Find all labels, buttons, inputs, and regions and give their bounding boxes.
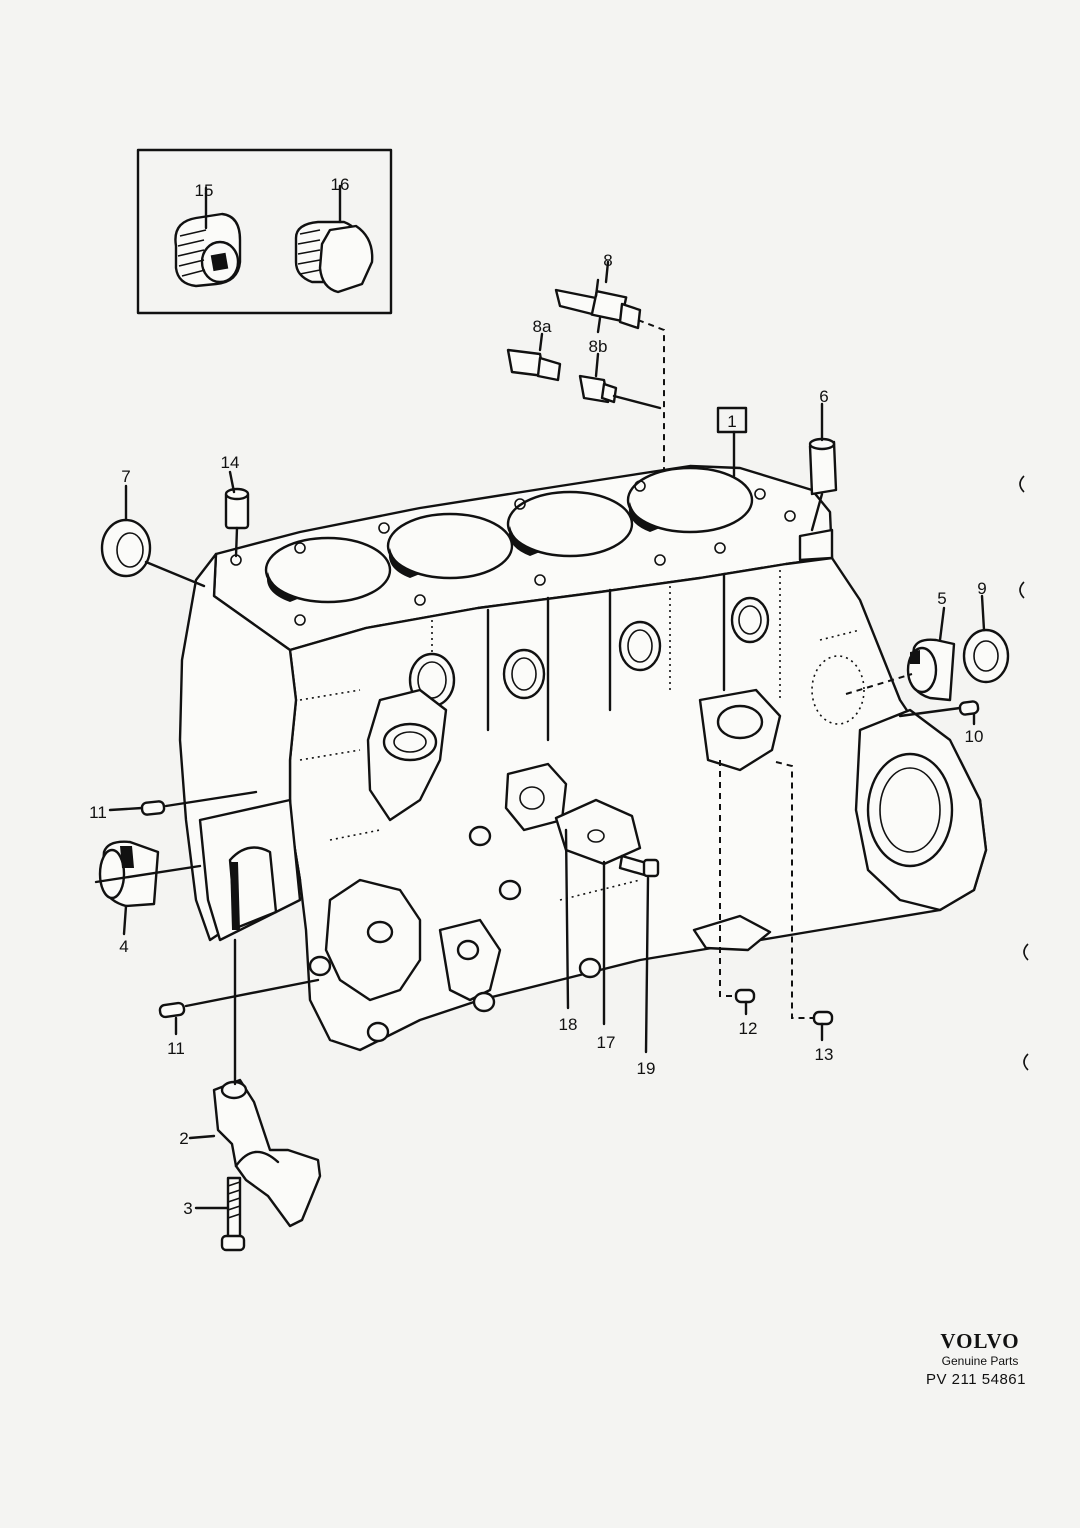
part-code: PV 211 54861 <box>926 1371 1026 1388</box>
callout-9: 9 <box>977 579 986 598</box>
brand-block: VOLVO Genuine Parts PV 211 54861 <box>900 1330 1060 1388</box>
brand-subtitle: Genuine Parts <box>941 1354 1019 1368</box>
leader-2b <box>188 1134 216 1140</box>
leader-18 <box>564 828 570 1010</box>
plug-16 <box>294 220 374 294</box>
bolt-3 <box>220 1176 246 1252</box>
seal-7 <box>100 518 206 588</box>
callout-3: 3 <box>183 1199 192 1218</box>
callout-13: 13 <box>815 1045 834 1064</box>
callout-15: 15 <box>195 181 214 200</box>
leader-13 <box>775 761 814 1019</box>
leader-12 <box>719 760 736 997</box>
margin-marks <box>1019 475 1029 1071</box>
dowel-14 <box>224 487 250 558</box>
callout-16: 16 <box>331 175 350 194</box>
seal-9 <box>962 628 1010 684</box>
inset-box <box>136 148 393 315</box>
callout-11-lower: 11 <box>167 1039 185 1058</box>
leader-8-top <box>604 260 610 284</box>
callout-8b: 8b <box>589 337 608 356</box>
sender-8 <box>554 278 642 334</box>
callout-12: 12 <box>739 1019 758 1038</box>
pin-10 <box>898 700 980 718</box>
leader-4 <box>122 904 128 936</box>
callout-5: 5 <box>937 589 946 608</box>
leader-19 <box>644 876 650 1054</box>
bearing-5 <box>906 638 956 702</box>
leader-8b <box>612 394 662 410</box>
pin-12 <box>734 988 756 1004</box>
callouts: 1 2 3 4 5 6 7 8 8a 8b 9 10 11 11 12 13 1… <box>89 175 987 1218</box>
callout-1: 1 <box>727 412 736 431</box>
leader-9 <box>980 594 986 632</box>
pin-11-lower <box>158 978 320 1019</box>
callout-8: 8 <box>603 251 612 270</box>
callout-18: 18 <box>559 1015 578 1034</box>
sender-8a <box>506 348 562 382</box>
volvo-logo: VOLVO <box>940 1329 1020 1353</box>
bearing-cap-2 <box>212 1078 322 1228</box>
part-1-box <box>716 406 748 434</box>
pin-13 <box>812 1010 834 1026</box>
leader-8b-top <box>594 352 600 378</box>
leader-11a <box>108 806 144 812</box>
engine-block <box>178 464 988 1052</box>
callout-10: 10 <box>965 727 984 746</box>
sender-8b <box>578 374 618 404</box>
bearing-4 <box>94 840 202 908</box>
plug-15 <box>174 212 242 288</box>
callout-2: 2 <box>179 1129 188 1148</box>
callout-19: 19 <box>637 1059 656 1078</box>
callout-6: 6 <box>819 387 828 406</box>
callout-8a: 8a <box>533 317 552 336</box>
bolt-19 <box>618 854 660 878</box>
callout-14: 14 <box>221 453 240 472</box>
callout-4: 4 <box>119 937 128 956</box>
callout-7: 7 <box>121 467 130 486</box>
callout-11-upper: 11 <box>89 803 107 822</box>
leader-5-top <box>938 606 946 642</box>
leader-8a <box>538 332 544 352</box>
callout-17: 17 <box>597 1033 616 1052</box>
leader-5 <box>845 673 913 695</box>
sleeve-6 <box>808 437 838 532</box>
leader-14 <box>228 470 236 494</box>
